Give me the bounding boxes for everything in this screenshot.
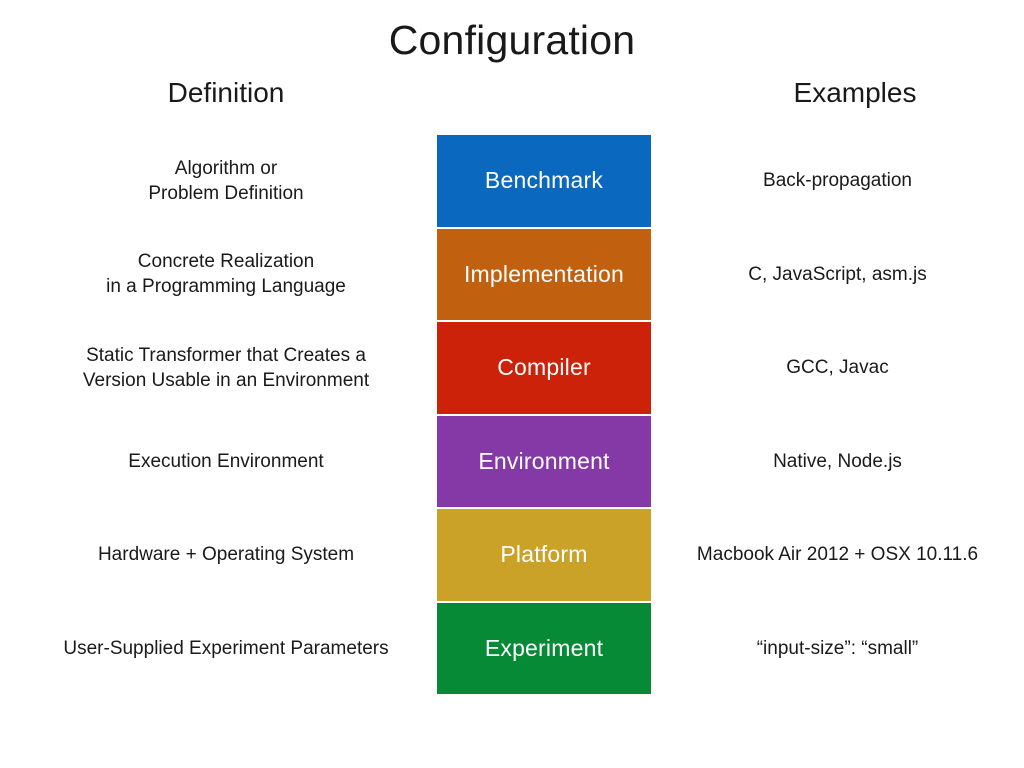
- layer-block-compiler[interactable]: Compiler: [437, 322, 651, 414]
- layer-stack-table: Algorithm or Problem Definition Benchmar…: [0, 135, 1024, 694]
- table-row: User-Supplied Experiment Parameters Expe…: [0, 602, 1024, 694]
- column-header-examples: Examples: [793, 77, 917, 108]
- example-text: C, JavaScript, asm.js: [748, 263, 927, 285]
- column-header-definition: Definition: [167, 77, 285, 108]
- page-title: Configuration: [388, 17, 636, 63]
- definition-text: Execution Environment: [128, 450, 324, 472]
- layer-block-label: Environment: [478, 447, 610, 474]
- layer-block-benchmark[interactable]: Benchmark: [437, 135, 651, 227]
- layer-block-experiment[interactable]: Experiment: [437, 602, 651, 694]
- example-text: Native, Node.js: [773, 450, 902, 472]
- table-row: Algorithm or Problem Definition Benchmar…: [0, 135, 1024, 227]
- layer-block-environment[interactable]: Environment: [437, 415, 651, 507]
- definition-text: User-Supplied Experiment Parameters: [63, 637, 389, 659]
- table-row: Static Transformer that Creates a Versio…: [0, 322, 1024, 414]
- definition-text: Algorithm or Problem Definition: [148, 157, 304, 204]
- layer-block-label: Implementation: [463, 260, 625, 287]
- layer-block-implementation[interactable]: Implementation: [437, 228, 651, 320]
- layer-block-platform[interactable]: Platform: [437, 509, 651, 601]
- layer-block-label: Experiment: [484, 634, 604, 661]
- definition-text: Concrete Realization in a Programming La…: [106, 251, 346, 298]
- example-text: GCC, Javac: [786, 357, 889, 379]
- layer-block-label: Platform: [500, 541, 588, 568]
- example-text: Macbook Air 2012 + OSX 10.11.6: [696, 544, 979, 566]
- example-text: Back-propagation: [763, 170, 912, 192]
- table-row: Execution Environment Environment Native…: [0, 415, 1024, 507]
- table-row: Hardware + Operating System Platform Mac…: [0, 509, 1024, 601]
- layer-block-label: Benchmark: [484, 167, 604, 194]
- definition-text: Hardware + Operating System: [97, 544, 355, 566]
- definition-text: Static Transformer that Creates a Versio…: [82, 344, 370, 391]
- layer-block-label: Compiler: [497, 354, 591, 381]
- example-text: “input-size”: “small”: [756, 637, 919, 659]
- table-row: Concrete Realization in a Programming La…: [0, 228, 1024, 320]
